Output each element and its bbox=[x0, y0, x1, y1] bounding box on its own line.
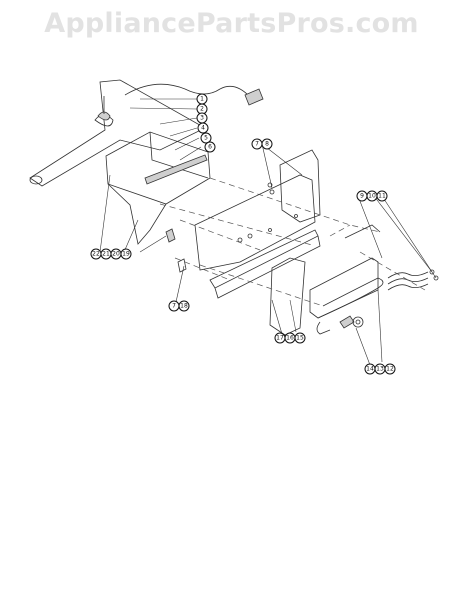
callout-16: 16 bbox=[284, 332, 296, 344]
svg-text:7: 7 bbox=[172, 303, 176, 310]
alignment-lines bbox=[159, 177, 426, 306]
svg-text:10: 10 bbox=[368, 193, 376, 200]
callout-7-bottom: 7 bbox=[168, 300, 180, 312]
heater-housing-box bbox=[105, 131, 211, 245]
svg-text:11: 11 bbox=[378, 193, 386, 200]
callout-1: 1 bbox=[196, 93, 208, 105]
callout-22: 22 bbox=[90, 248, 102, 260]
callout-8: 8 bbox=[261, 138, 273, 150]
callout-12: 12 bbox=[384, 363, 396, 375]
callout-15: 15 bbox=[294, 332, 306, 344]
callout-9: 9 bbox=[356, 190, 368, 202]
svg-text:22: 22 bbox=[92, 251, 100, 258]
heating-element bbox=[316, 277, 384, 335]
callout-18: 18 bbox=[178, 300, 190, 312]
callout-14: 14 bbox=[364, 363, 376, 375]
callout-20: 20 bbox=[110, 248, 122, 260]
svg-text:3: 3 bbox=[200, 115, 204, 122]
svg-text:7: 7 bbox=[255, 141, 259, 148]
svg-text:5: 5 bbox=[204, 135, 208, 142]
shield-plates bbox=[269, 224, 381, 336]
svg-text:20: 20 bbox=[112, 251, 120, 258]
callout-5: 5 bbox=[200, 132, 212, 144]
svg-text:2: 2 bbox=[200, 106, 204, 113]
svg-text:9: 9 bbox=[360, 193, 364, 200]
svg-text:21: 21 bbox=[102, 251, 110, 258]
right-bracket bbox=[267, 149, 321, 223]
svg-text:12: 12 bbox=[386, 366, 394, 373]
small-bracket bbox=[165, 228, 187, 273]
svg-text:4: 4 bbox=[201, 125, 205, 132]
svg-text:1: 1 bbox=[200, 96, 204, 103]
svg-text:6: 6 bbox=[208, 144, 212, 151]
callout-10: 10 bbox=[366, 190, 378, 202]
callout-6: 6 bbox=[204, 141, 216, 153]
leader-lines bbox=[99, 98, 437, 366]
svg-text:16: 16 bbox=[286, 335, 294, 342]
site-watermark: AppliancePartsPros.com bbox=[44, 8, 419, 39]
svg-text:15: 15 bbox=[296, 335, 304, 342]
callout-4: 4 bbox=[197, 122, 209, 134]
svg-text:13: 13 bbox=[376, 366, 384, 373]
callout-21: 21 bbox=[100, 248, 112, 260]
svg-text:14: 14 bbox=[366, 366, 374, 373]
svg-text:18: 18 bbox=[180, 303, 188, 310]
svg-text:8: 8 bbox=[265, 141, 269, 148]
callout-13: 13 bbox=[374, 363, 386, 375]
callout-7-top: 7 bbox=[251, 138, 263, 150]
center-panel bbox=[194, 174, 321, 299]
callout-11: 11 bbox=[376, 190, 388, 202]
callout-17: 17 bbox=[274, 332, 286, 344]
callout-3: 3 bbox=[196, 112, 208, 124]
callout-19: 19 bbox=[120, 248, 132, 260]
svg-text:17: 17 bbox=[276, 335, 284, 342]
svg-text:19: 19 bbox=[122, 251, 130, 258]
